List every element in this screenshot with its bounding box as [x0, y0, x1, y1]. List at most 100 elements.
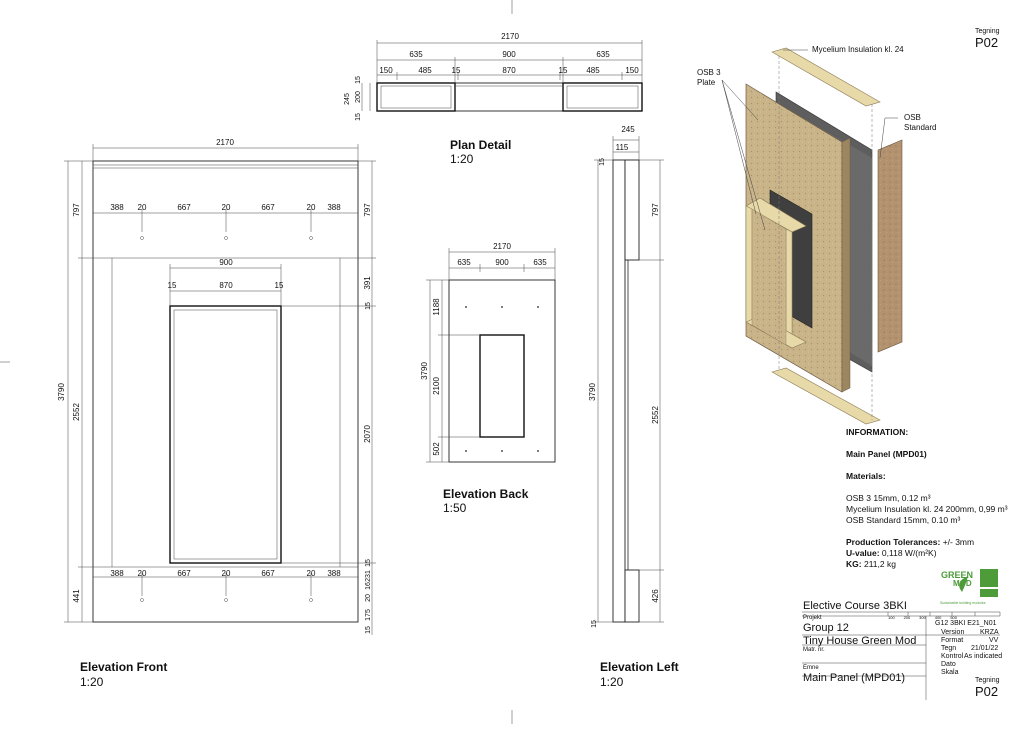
svg-text:870: 870	[502, 66, 516, 75]
iso-osb-standard	[877, 139, 903, 353]
tb-kontrol: As indicated	[964, 653, 1003, 660]
front-opening-outer	[169, 305, 282, 564]
svg-text:667: 667	[261, 569, 275, 578]
tb-scale-bar: 100 200 300 400 500	[888, 615, 957, 620]
svg-text:Standard: Standard	[904, 123, 936, 132]
svg-text:667: 667	[177, 203, 191, 212]
tb-course: Elective Course 3BKI	[803, 600, 907, 612]
svg-text:20: 20	[138, 203, 147, 212]
svg-text:2552: 2552	[651, 406, 660, 424]
svg-text:15: 15	[365, 302, 372, 310]
left-dim-depth: 245	[621, 125, 635, 134]
info-material-item: OSB 3 15mm, 0.12 m³	[846, 493, 931, 503]
tb-version: KRZA	[980, 629, 999, 636]
svg-text:388: 388	[327, 203, 341, 212]
svg-text:20: 20	[365, 594, 372, 602]
svg-text:150: 150	[625, 66, 639, 75]
plan-detail: 2170 635 900 635 150 485 15 870 15 485 1…	[344, 32, 643, 166]
svg-text:388: 388	[110, 203, 124, 212]
svg-text:GREEN: GREEN	[941, 570, 973, 580]
tb-tegning: P02	[975, 684, 999, 699]
svg-text:15: 15	[599, 158, 606, 166]
svg-text:426: 426	[651, 589, 660, 603]
svg-text:635: 635	[457, 258, 471, 267]
svg-text:20: 20	[307, 203, 316, 212]
plan-scale: 1:20	[450, 152, 474, 166]
left-title: Elevation Left	[600, 660, 679, 674]
svg-text:441: 441	[72, 589, 81, 603]
info-materials-heading: Materials:	[846, 471, 886, 481]
svg-text:485: 485	[418, 66, 432, 75]
crop-marks	[0, 0, 513, 724]
plan-dim-left: 635	[409, 50, 423, 59]
back-scale: 1:50	[443, 501, 467, 515]
front-opening-inner	[173, 309, 278, 560]
tb-drawing-id: G12 3BKI E21_N01	[935, 620, 997, 627]
svg-text:502: 502	[432, 442, 441, 456]
tb-emne: Main Panel (MPD01)	[803, 672, 906, 684]
svg-text:2552: 2552	[72, 403, 81, 421]
svg-text:635: 635	[533, 258, 547, 267]
svg-text:200: 200	[355, 91, 362, 103]
svg-text:388: 388	[327, 569, 341, 578]
svg-text:391: 391	[363, 276, 372, 290]
svg-text:20: 20	[222, 203, 231, 212]
svg-text:2070: 2070	[363, 425, 372, 443]
label-osb-standard: OSB	[904, 113, 921, 122]
title-block	[802, 611, 1001, 700]
svg-text:485: 485	[586, 66, 600, 75]
svg-text:115: 115	[616, 143, 629, 152]
label-osb3: OSB 3	[697, 68, 721, 77]
tb-project-name: Tiny House Green Mod	[803, 635, 917, 647]
svg-text:15: 15	[168, 281, 177, 290]
left-dim-height: 3790	[588, 383, 597, 401]
information-block: INFORMATION: Main Panel (MPD01) Material…	[846, 427, 1021, 570]
label-mycelium: Mycelium Insulation kl. 24	[812, 45, 904, 54]
tb-format: VV	[989, 637, 999, 644]
svg-text:667: 667	[261, 203, 275, 212]
elevation-front: 2170 388 20 667 20 667 20 388 900 15 870…	[57, 138, 376, 689]
iso-top-frame	[771, 47, 881, 107]
greenmod-logo: GREEN MOD Sustainable building modules	[940, 569, 998, 605]
svg-text:20: 20	[307, 569, 316, 578]
svg-text:2100: 2100	[432, 377, 441, 395]
svg-text:15: 15	[355, 113, 362, 121]
tb-group: Group 12	[803, 622, 849, 634]
svg-text:388: 388	[110, 569, 124, 578]
svg-text:870: 870	[219, 281, 233, 290]
svg-text:175: 175	[365, 609, 372, 621]
svg-text:15: 15	[275, 281, 284, 290]
svg-text:15: 15	[355, 76, 362, 84]
svg-text:MOD: MOD	[953, 579, 972, 588]
info-weight: 211,2 kg	[863, 559, 896, 569]
back-panel-outline	[448, 279, 556, 463]
svg-text:231: 231	[365, 570, 372, 582]
info-uvalue: 0,118 W/(m²K)	[881, 548, 937, 558]
svg-text:797: 797	[651, 203, 660, 217]
elevation-left: 245 115 15 3790 797 2552 426 15 Elevatio…	[588, 125, 679, 689]
tb-tegn: 21/01/22	[971, 645, 999, 652]
isometric-exploded-view: Mycelium Insulation kl. 24 OSB 3 Plate O…	[697, 45, 936, 425]
plan-right-cassette	[562, 82, 643, 112]
svg-text:16: 16	[365, 582, 372, 590]
back-dim-width: 2170	[493, 242, 511, 251]
plan-left-cassette	[376, 82, 456, 112]
svg-text:797: 797	[363, 203, 372, 217]
back-title: Elevation Back	[443, 487, 529, 501]
info-material-item: OSB Standard 15mm, 0.10 m³	[846, 515, 961, 525]
svg-text:Plate: Plate	[697, 78, 716, 87]
svg-text:15: 15	[365, 626, 372, 634]
left-panel-outline	[612, 159, 626, 623]
info-panel-name: Main Panel (MPD01)	[846, 449, 927, 459]
svg-text:20: 20	[138, 569, 147, 578]
front-title: Elevation Front	[80, 660, 167, 674]
info-heading: INFORMATION:	[846, 427, 909, 437]
top-tegning-value: P02	[975, 35, 998, 50]
back-dim-height: 3790	[420, 362, 429, 380]
svg-text:15: 15	[452, 66, 461, 75]
front-panel-outline	[92, 160, 359, 623]
front-dim-height: 3790	[57, 383, 66, 401]
svg-text:15: 15	[591, 620, 598, 628]
